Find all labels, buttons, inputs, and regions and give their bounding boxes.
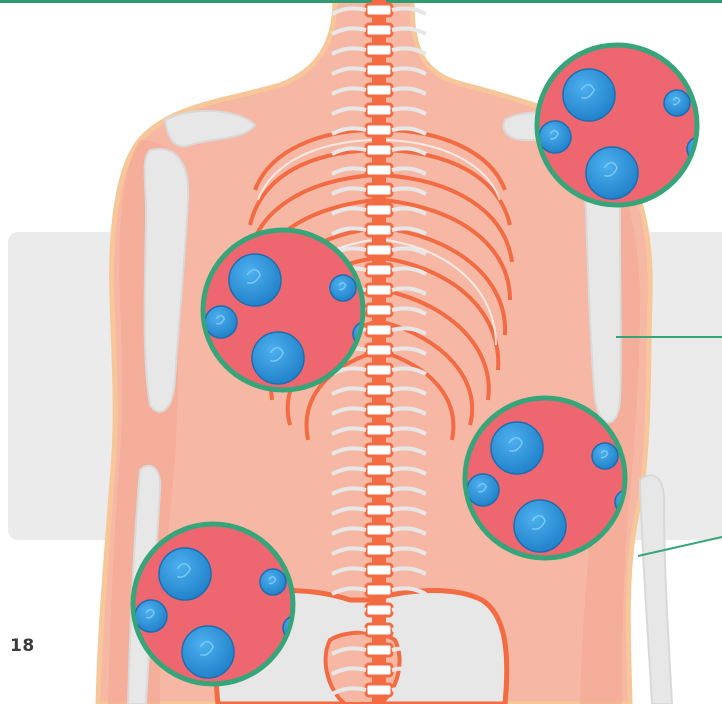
vertebra: [366, 504, 392, 516]
vertebra: [366, 424, 392, 436]
page-number: 18: [10, 636, 35, 656]
vertebra: [366, 4, 392, 16]
vertebra: [366, 44, 392, 56]
tumor-cell: [159, 548, 211, 600]
vertebra: [366, 464, 392, 476]
tumor-cell: [252, 332, 304, 384]
vertebra: [366, 204, 392, 216]
vertebra: [366, 24, 392, 36]
vertebra: [366, 64, 392, 76]
tumor-cell: [563, 69, 615, 121]
tumor-cell: [514, 500, 566, 552]
vertebra: [366, 364, 392, 376]
vertebra: [366, 444, 392, 456]
vertebra: [366, 544, 392, 556]
vertebra: [366, 524, 392, 536]
vertebra: [366, 584, 392, 596]
vertebra: [366, 664, 392, 676]
vertebra: [366, 124, 392, 136]
vertebra: [366, 224, 392, 236]
vertebra: [366, 684, 392, 696]
vertebra: [366, 244, 392, 256]
vertebra: [366, 284, 392, 296]
vertebra: [366, 404, 392, 416]
vertebra: [366, 184, 392, 196]
vertebra: [366, 304, 392, 316]
tumor-cell: [586, 147, 638, 199]
vertebra: [366, 344, 392, 356]
vertebra: [366, 624, 392, 636]
vertebra: [366, 324, 392, 336]
vertebra: [366, 384, 392, 396]
tumor-cell: [491, 422, 543, 474]
vertebra: [366, 84, 392, 96]
vertebra: [366, 604, 392, 616]
vertebra: [366, 564, 392, 576]
vertebra: [366, 164, 392, 176]
vertebra: [366, 644, 392, 656]
vertebra: [366, 104, 392, 116]
vertebra: [366, 484, 392, 496]
tumor-cell: [229, 254, 281, 306]
vertebra: [366, 264, 392, 276]
cancer-cell-magnifier-icon: [537, 45, 711, 205]
tumor-cell: [182, 626, 234, 678]
vertebra: [366, 144, 392, 156]
